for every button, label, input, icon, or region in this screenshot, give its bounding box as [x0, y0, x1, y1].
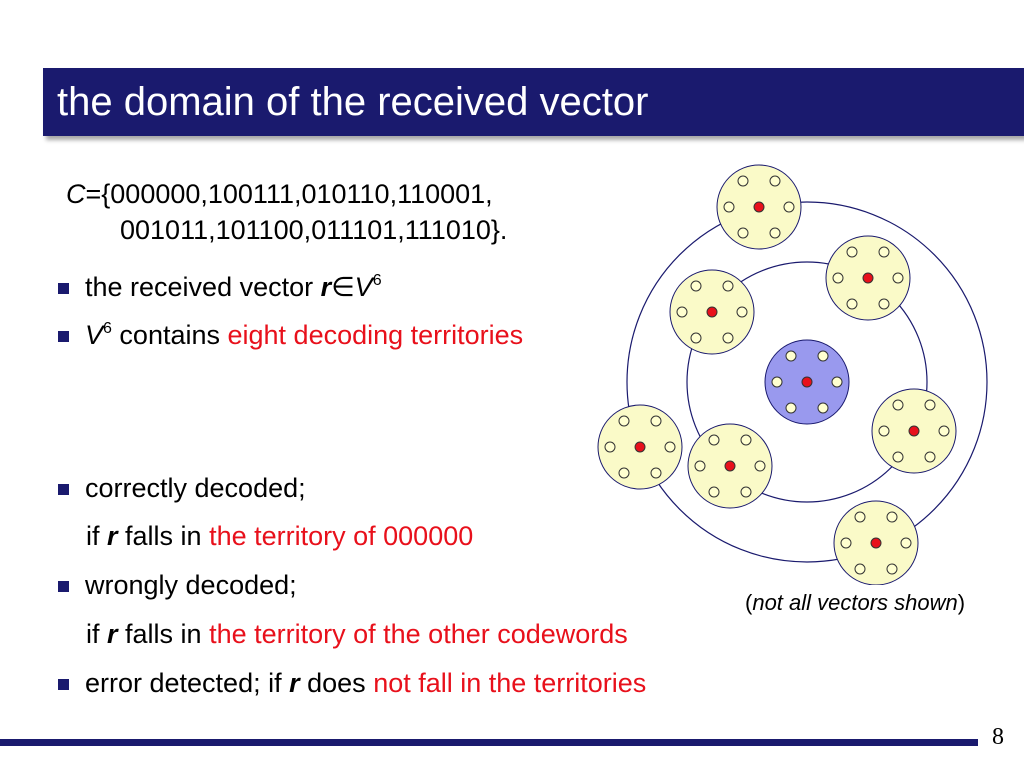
vector-dot — [846, 298, 858, 310]
vector-dot — [754, 460, 766, 472]
bullet-error-detected: error detected; if r does not fall in th… — [58, 666, 646, 700]
territory-000000 — [764, 339, 850, 425]
vector-dot — [604, 441, 616, 453]
territory-codeword — [871, 388, 957, 474]
bullet-territories: V6 contains eight decoding territories — [58, 318, 523, 352]
decoding-territory-diagram — [597, 164, 988, 585]
diagram-note: (not all vectors shown) — [745, 590, 966, 615]
vector-dot — [924, 399, 936, 411]
vector-dot — [832, 272, 844, 284]
vector-dot — [769, 175, 781, 187]
vector-dot — [618, 415, 630, 427]
vector-dot — [722, 332, 734, 344]
vector-dot — [690, 280, 702, 292]
vector-dot — [892, 272, 904, 284]
title-bar: the domain of the received vector — [43, 68, 1024, 136]
bullet-square-icon — [58, 581, 69, 592]
bullet-wrongly-decoded: wrongly decoded; — [58, 568, 297, 602]
page-number: 8 — [992, 724, 1004, 750]
vector-dot — [878, 425, 890, 437]
vector-dot — [676, 306, 688, 318]
codeword-dot — [634, 441, 646, 453]
codeword-dot — [870, 537, 882, 549]
vector-dot — [854, 563, 866, 575]
outer-ring — [626, 201, 988, 563]
vector-dot — [708, 434, 720, 446]
slide-title: the domain of the received vector — [57, 80, 649, 124]
bullet-square-icon — [58, 331, 69, 342]
vector-dot — [831, 376, 843, 388]
vector-dot — [771, 376, 783, 388]
bullet-square-icon — [58, 283, 69, 294]
vector-dot — [618, 467, 630, 479]
vector-dot — [650, 467, 662, 479]
vector-dot — [723, 201, 735, 213]
vector-dot — [878, 298, 890, 310]
vector-dot — [737, 227, 749, 239]
vector-dot — [938, 425, 950, 437]
codeword-dot — [724, 460, 736, 472]
codeword-dot — [753, 201, 765, 213]
vector-dot — [769, 227, 781, 239]
sub-correct-condition: if r falls in the territory of 000000 — [86, 521, 474, 551]
vector-dot — [900, 537, 912, 549]
vector-dot — [892, 399, 904, 411]
vector-dot — [740, 486, 752, 498]
vector-dot — [886, 511, 898, 523]
vector-dot — [817, 402, 829, 414]
codeword-dot — [862, 272, 874, 284]
territory-codeword — [833, 500, 919, 585]
vector-dot — [736, 306, 748, 318]
vector-dot — [785, 402, 797, 414]
vector-dot — [722, 280, 734, 292]
vector-dot — [846, 246, 858, 258]
bullet-square-icon — [58, 679, 69, 690]
codeword-dot — [706, 306, 718, 318]
territory-group — [597, 164, 957, 585]
vector-dot — [783, 201, 795, 213]
vector-dot — [878, 246, 890, 258]
vector-dot — [817, 350, 829, 362]
code-definition: C={000000,100111,010110,110001, 001011,1… — [66, 176, 507, 248]
vector-dot — [892, 451, 904, 463]
bullet-received-vector: the received vector r∈V6 — [58, 270, 382, 304]
bullet-square-icon — [58, 484, 69, 495]
bullet-correctly-decoded: correctly decoded; — [58, 471, 306, 505]
territory-codeword — [669, 269, 755, 355]
territory-codeword — [597, 404, 683, 490]
vector-dot — [886, 563, 898, 575]
territory-codeword — [687, 423, 773, 509]
codeword-dot — [801, 376, 813, 388]
territory-codeword — [716, 164, 802, 250]
vector-dot — [924, 451, 936, 463]
vector-dot — [785, 350, 797, 362]
vector-dot — [650, 415, 662, 427]
code-line-2: 001011,101100,011101,111010}. — [120, 215, 508, 245]
code-line-1: ={000000,100111,010110,110001, — [85, 179, 493, 209]
vector-dot — [694, 460, 706, 472]
inner-ring — [686, 261, 928, 503]
vector-dot — [854, 511, 866, 523]
vector-dot — [840, 537, 852, 549]
vector-dot — [740, 434, 752, 446]
sub-wrong-condition: if r falls in the territory of the other… — [86, 619, 628, 649]
vector-dot — [737, 175, 749, 187]
vector-dot — [664, 441, 676, 453]
code-symbol: C — [66, 179, 86, 209]
codeword-dot — [908, 425, 920, 437]
vector-dot — [708, 486, 720, 498]
vector-dot — [690, 332, 702, 344]
territory-codeword — [825, 235, 911, 321]
footer-bar — [0, 739, 978, 746]
